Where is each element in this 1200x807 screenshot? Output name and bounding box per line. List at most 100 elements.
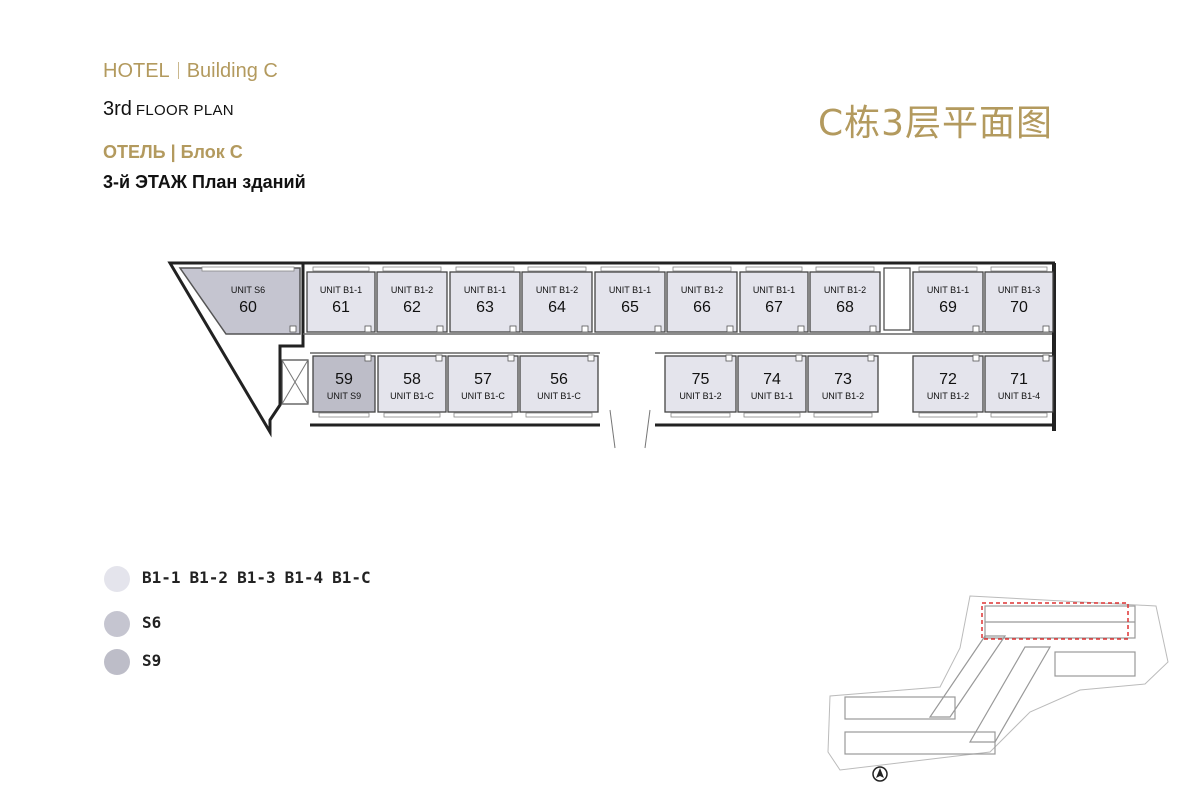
- unit-68: UNIT B1-2 68: [809, 266, 881, 333]
- title-building: Building C: [186, 60, 278, 82]
- unit-type-label: UNIT B1-C: [390, 391, 434, 401]
- unit-number: 59: [335, 371, 353, 388]
- window-strip: [318, 412, 370, 418]
- unit-number: 67: [765, 299, 783, 316]
- unit-number: 57: [474, 371, 492, 388]
- unit-room: [912, 355, 984, 413]
- title-hotel: HOTEL: [103, 60, 170, 82]
- unit-room: [377, 355, 447, 413]
- unit-number: 68: [836, 299, 854, 316]
- unit-69: UNIT B1-1 69: [912, 266, 984, 333]
- outer-wall-east: [1052, 263, 1056, 431]
- floor-plan-label: FLOOR PLAN: [135, 102, 234, 119]
- window-strip: [525, 412, 593, 418]
- door-marker: [726, 325, 734, 333]
- unit-room: [521, 271, 593, 333]
- unit-number: 69: [939, 299, 957, 316]
- west-wing-wedge: [167, 261, 305, 438]
- unit-type-label: UNIT B1-2: [824, 285, 866, 295]
- unit-number: 58: [403, 371, 421, 388]
- unit-type-label: UNIT B1-4: [998, 391, 1040, 401]
- unit-67: UNIT B1-1 67: [739, 266, 809, 333]
- title-hotel-building: HOTEL Building C: [103, 60, 278, 83]
- legend-label-s6: S6: [142, 613, 162, 632]
- floor-number: 3rd: [103, 98, 132, 120]
- site-buildings: [844, 605, 1136, 755]
- window-strip: [813, 412, 873, 418]
- door-marker: [436, 325, 444, 333]
- site-key-map: [827, 595, 1169, 782]
- door-marker: [725, 354, 733, 362]
- legend-label-s9: S9: [142, 651, 162, 670]
- unit-62: UNIT B1-2 62: [376, 266, 448, 333]
- unit-type-label: UNIT S9: [327, 391, 361, 401]
- door-marker: [364, 354, 372, 362]
- unit-number: 64: [548, 299, 566, 316]
- unit-number: 70: [1010, 299, 1028, 316]
- door-marker: [654, 325, 662, 333]
- door-marker: [795, 354, 803, 362]
- window-strip: [527, 266, 587, 272]
- unit-65: UNIT B1-165: [594, 266, 666, 333]
- unit-number: 74: [763, 371, 781, 388]
- window-strip: [918, 266, 978, 272]
- unit-room: [984, 271, 1054, 333]
- north-arrow-icon: [872, 766, 888, 782]
- legend-swatch-b1: [104, 566, 130, 592]
- unit-room: [306, 271, 376, 333]
- unit-number: 72: [939, 371, 957, 388]
- unit-room: [594, 271, 666, 333]
- window-strip: [600, 266, 660, 272]
- unit-type-label: UNIT B1-1: [927, 285, 969, 295]
- russian-subtitle: 3-й ЭТАЖ План зданий: [103, 172, 306, 192]
- unit-type-label: UNIT B1-2: [681, 285, 723, 295]
- unit-61: UNIT B1-1 61: [306, 266, 376, 333]
- door-marker: [972, 354, 980, 362]
- unit-number: 66: [693, 299, 711, 316]
- unit-type-label: UNIT S6: [231, 285, 265, 295]
- window-strip: [990, 266, 1048, 272]
- window-strip: [312, 266, 370, 272]
- title-divider: [177, 62, 179, 79]
- unit-type-label: UNIT B1-2: [679, 391, 721, 401]
- unit-type-label: UNIT B1-1: [320, 285, 362, 295]
- window-strip: [743, 412, 801, 418]
- unit-room: [912, 271, 984, 333]
- unit-room: [737, 355, 807, 413]
- door-marker: [289, 325, 297, 333]
- door-marker: [509, 325, 517, 333]
- unit-number: 62: [403, 299, 421, 316]
- window-strip: [990, 412, 1048, 418]
- window-strip: [745, 266, 803, 272]
- unit-type-label: UNIT B1-C: [461, 391, 505, 401]
- unit-number: 61: [332, 299, 350, 316]
- unit-type-label: UNIT B1-1: [464, 285, 506, 295]
- unit-type-label: UNIT B1-2: [927, 391, 969, 401]
- window-strip: [455, 266, 515, 272]
- unit-type-label: UNIT B1-2: [822, 391, 864, 401]
- unit-number: 73: [834, 371, 852, 388]
- legend-swatch-s6: [104, 611, 130, 637]
- window-strip: [672, 266, 732, 272]
- unit-type-label: UNIT B1-1: [753, 285, 795, 295]
- window-strip: [201, 266, 295, 272]
- window-strip: [670, 412, 731, 418]
- door-marker: [797, 325, 805, 333]
- unit-room: [447, 355, 519, 413]
- unit-room: [809, 271, 881, 333]
- legend-swatch-s9: [104, 649, 130, 675]
- unit-type-label: UNIT B1-2: [391, 285, 433, 295]
- unit-room: [664, 355, 737, 413]
